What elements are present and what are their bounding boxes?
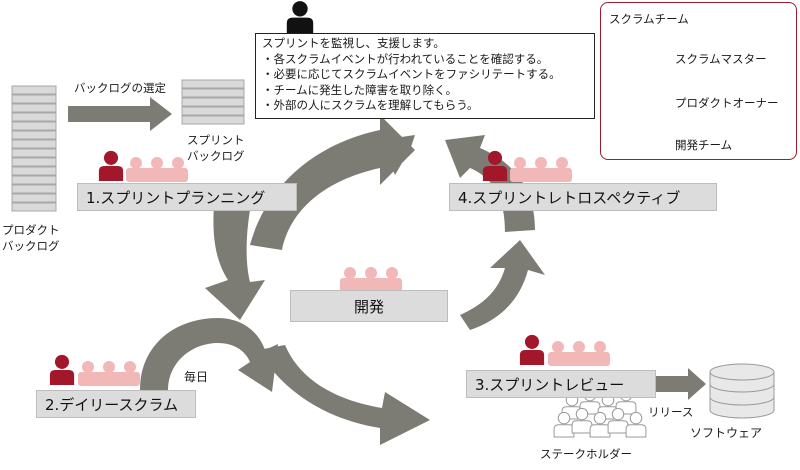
legend-title: スクラムチーム bbox=[609, 12, 689, 26]
product-backlog-item bbox=[11, 130, 57, 140]
sprint-backlog-item bbox=[181, 79, 245, 89]
software-label: ソフトウェア bbox=[690, 426, 763, 440]
release-label: リリース bbox=[648, 405, 694, 419]
retro-owner-icon bbox=[482, 150, 508, 181]
cycle-arrow-upper bbox=[380, 135, 415, 175]
scrum-team-legend: スクラムチーム スクラムマスター プロダクトオーナー 開発チーム bbox=[600, 2, 797, 160]
selection-label: バックログの選定 bbox=[74, 81, 166, 95]
product-backlog-item bbox=[11, 139, 57, 149]
product-backlog-item bbox=[11, 166, 57, 176]
callout-line-1: スプリントを監視し、支援します。 bbox=[262, 36, 445, 50]
stakeholder-icon bbox=[553, 411, 575, 438]
planning-team-icon bbox=[126, 157, 188, 182]
scrum-master-callout: スプリントを監視し、支援します。 ・各スクラムイベントが行われていることを確認す… bbox=[255, 33, 595, 119]
legend-master-label: スクラムマスター bbox=[675, 52, 767, 66]
product-backlog-item bbox=[11, 94, 57, 104]
callout-line-3: ・必要に応じてスクラムイベントをファシリテートする。 bbox=[262, 67, 561, 81]
cycle-arrow-top bbox=[250, 115, 415, 250]
review-team-icon bbox=[548, 341, 610, 366]
sprint-backlog-item bbox=[181, 106, 245, 116]
daily-loop-arrow bbox=[140, 318, 278, 392]
product-backlog-label-line2: バックログ bbox=[2, 239, 60, 253]
product-backlog-item bbox=[11, 157, 57, 167]
sprint-backlog-label-line1: スプリント bbox=[187, 133, 245, 147]
product-backlog-item bbox=[11, 202, 57, 212]
stakeholders-label: ステークホルダー bbox=[540, 447, 632, 461]
stage-daily-scrum: 2.デイリースクラム bbox=[36, 390, 196, 418]
selection-arrow bbox=[68, 97, 172, 131]
review-owner-icon bbox=[519, 334, 545, 365]
product-backlog-item bbox=[11, 112, 57, 122]
stage-review: 3.スプリントレビュー bbox=[466, 370, 656, 398]
product-backlog-stack bbox=[11, 85, 57, 212]
daily-owner-icon bbox=[49, 354, 75, 385]
product-backlog-item bbox=[11, 85, 57, 95]
legend-team-label: 開発チーム bbox=[675, 138, 733, 152]
every-day-label: 毎日 bbox=[184, 370, 209, 384]
retro-team-icon bbox=[510, 157, 572, 182]
callout-line-4: ・チームに発生した障害を取り除く。 bbox=[262, 82, 458, 97]
stage-development: 開発 bbox=[290, 290, 448, 322]
cycle-arrow-bottom bbox=[258, 345, 430, 445]
sprint-backlog-item bbox=[181, 115, 245, 125]
product-backlog-label: プロダクト バックログ bbox=[2, 222, 60, 254]
product-backlog-item bbox=[11, 103, 57, 113]
callout-line-5: ・外部の人にスクラムを理解してもらう。 bbox=[262, 98, 479, 112]
product-backlog-label-line1: プロダクト bbox=[2, 223, 60, 237]
development-team-icon bbox=[340, 267, 402, 292]
daily-team-icon bbox=[78, 361, 140, 386]
scrum-master-icon bbox=[286, 1, 314, 34]
product-backlog-item bbox=[11, 175, 57, 185]
release-arrow bbox=[655, 368, 706, 400]
sprint-backlog-item bbox=[181, 88, 245, 98]
planning-owner-icon bbox=[98, 150, 124, 181]
software-database bbox=[709, 363, 775, 419]
callout-line-2: ・各スクラムイベントが行われていることを確認する。 bbox=[262, 51, 549, 66]
cycle-arrow-left bbox=[205, 205, 265, 320]
sprint-backlog-label: スプリント バックログ bbox=[187, 132, 245, 164]
stakeholder-icon bbox=[589, 411, 611, 438]
product-backlog-item bbox=[11, 148, 57, 158]
sprint-backlog-label-line2: バックログ bbox=[187, 149, 245, 163]
stakeholder-icon bbox=[571, 407, 593, 434]
legend-owner-label: プロダクトオーナー bbox=[675, 96, 779, 110]
sprint-backlog-stack bbox=[181, 79, 245, 125]
stakeholder-icon bbox=[625, 411, 647, 438]
stage-planning: 1.スプリントプランニング bbox=[77, 183, 297, 211]
stakeholder-icon bbox=[607, 407, 629, 434]
cycle-arrow-right bbox=[460, 240, 545, 330]
sprint-backlog-item bbox=[181, 97, 245, 107]
product-backlog-item bbox=[11, 184, 57, 194]
stage-retrospective: 4.スプリントレトロスペクティブ bbox=[449, 183, 717, 211]
product-backlog-item bbox=[11, 121, 57, 131]
product-backlog-item bbox=[11, 193, 57, 203]
